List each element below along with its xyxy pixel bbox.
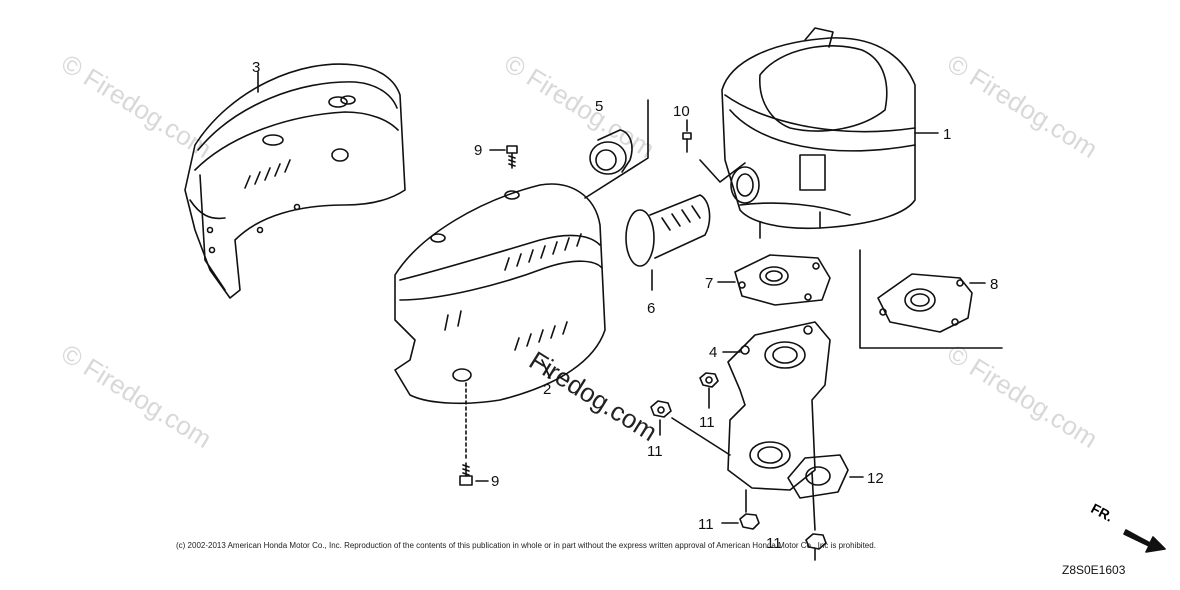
part-11-nut-c bbox=[721, 513, 760, 530]
part-9-screw-bottom bbox=[459, 382, 489, 486]
callout-11-c: 11 bbox=[698, 516, 714, 533]
copyright-notice: (c) 2002-2013 American Honda Motor Co., … bbox=[176, 541, 876, 550]
callout-8: 8 bbox=[990, 276, 998, 293]
diagram-id: Z8S0E1603 bbox=[1062, 563, 1126, 577]
part-11-nut-a bbox=[699, 372, 719, 409]
callout-11-b: 11 bbox=[647, 443, 663, 460]
callout-5: 5 bbox=[595, 98, 603, 115]
callout-9-top: 9 bbox=[474, 142, 482, 159]
callout-11-d: 11 bbox=[766, 535, 782, 552]
callout-11-a: 11 bbox=[699, 414, 715, 431]
callout-4: 4 bbox=[709, 344, 717, 361]
part-5-grommet bbox=[584, 99, 649, 199]
part-7-gasket bbox=[717, 254, 831, 306]
callout-10: 10 bbox=[673, 103, 690, 120]
part-3-outer-cover bbox=[184, 63, 406, 299]
part-4-exhaust-manifold bbox=[671, 321, 831, 531]
callout-7: 7 bbox=[705, 275, 713, 292]
part-10-bolt bbox=[682, 119, 746, 183]
part-6-tail-pipe bbox=[625, 194, 711, 291]
part-11-nut-b bbox=[650, 400, 672, 436]
part-8-gasket bbox=[859, 249, 1003, 349]
callout-9-bottom: 9 bbox=[491, 473, 499, 490]
callout-6: 6 bbox=[647, 300, 655, 317]
part-12-gasket bbox=[787, 454, 864, 499]
callout-12: 12 bbox=[867, 470, 884, 487]
callout-3: 3 bbox=[252, 59, 260, 76]
part-1-muffler bbox=[721, 27, 939, 239]
part-9-screw-top bbox=[489, 145, 518, 169]
part-2-muffler-protector bbox=[394, 183, 606, 405]
callout-2: 2 bbox=[543, 381, 551, 398]
part-11-nut-d bbox=[805, 533, 827, 561]
front-direction-arrow-icon bbox=[1123, 529, 1166, 553]
callout-1: 1 bbox=[943, 126, 951, 143]
